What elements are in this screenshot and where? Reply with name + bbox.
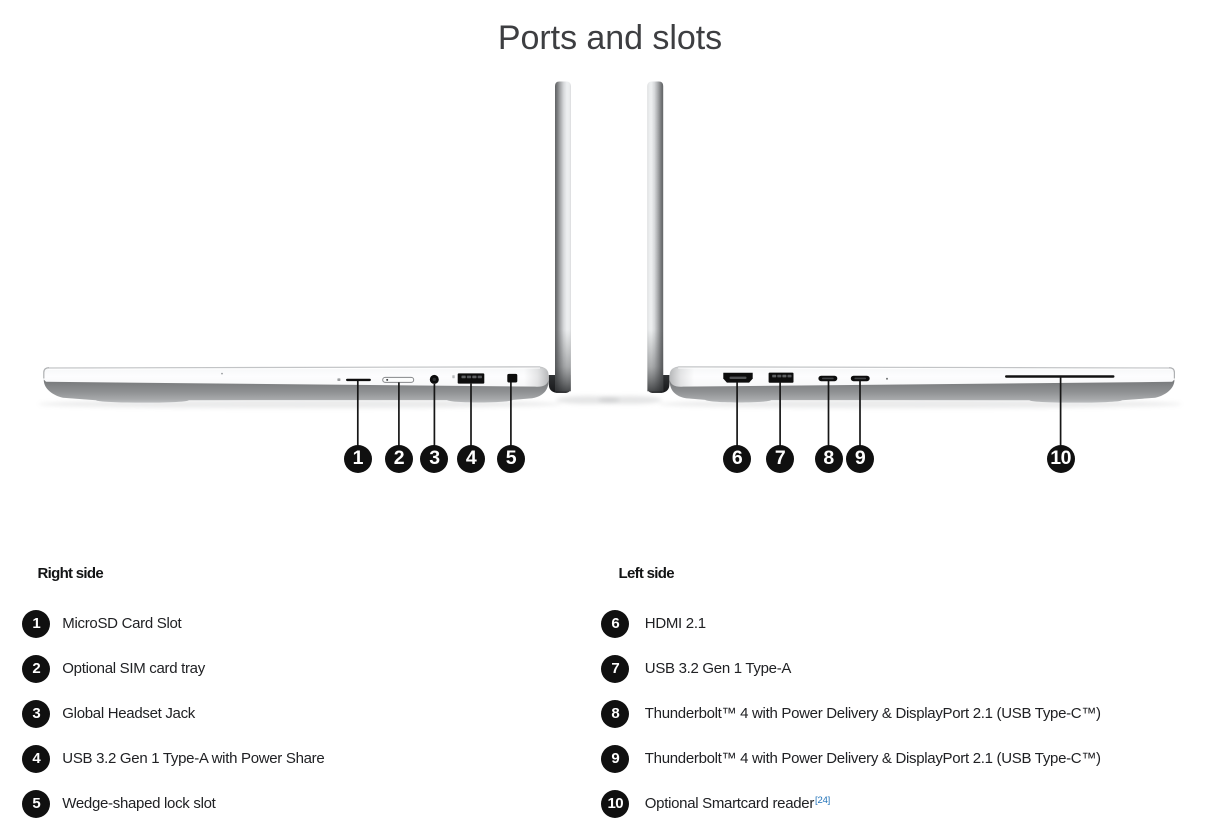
- laptop-left-side-illustration: [598, 81, 1182, 447]
- list-badge-5: 5: [22, 789, 51, 818]
- usb-c-port-1-image: [818, 375, 838, 382]
- list-item-label: Optional Smartcard reader[24]: [645, 795, 830, 812]
- wedge-lock-slot-image: [507, 373, 518, 383]
- callout-5: 5: [496, 445, 525, 474]
- callout-number: 9: [854, 447, 866, 470]
- microsd-icon: [337, 378, 341, 381]
- callout-leader-lines-right-view: [356, 381, 512, 447]
- laptop-right-side-illustration: [38, 81, 620, 447]
- list-item-label: USB 3.2 Gen 1 Type-A with Power Share: [62, 750, 325, 767]
- sim-card-tray-image: [382, 376, 415, 383]
- callout-3: 3: [420, 445, 449, 474]
- callout-7: 7: [766, 445, 795, 474]
- callout-1: 1: [343, 445, 372, 474]
- list-item-smartcard: 10 Optional Smartcard reader[24]: [601, 789, 830, 818]
- callout-6: 6: [723, 445, 752, 474]
- list-item-label: Thunderbolt™ 4 with Power Delivery & Dis…: [644, 750, 1101, 767]
- callout-number: 6: [731, 447, 743, 470]
- microsd-card-slot-image: [346, 378, 371, 382]
- list-item-hdmi: 6 HDMI 2.1: [601, 609, 706, 638]
- list-item-label: Global Headset Jack: [62, 705, 196, 722]
- list-badge-8: 8: [601, 699, 630, 728]
- callout-leader-lines-left-view: [736, 377, 1062, 447]
- usb-c-port-2-image: [850, 375, 870, 382]
- callout-number: 5: [505, 447, 517, 470]
- powershare-icon: [452, 375, 455, 379]
- list-item-lock-slot: 5 Wedge-shaped lock slot: [22, 789, 216, 818]
- list-badge-7: 7: [601, 654, 630, 683]
- callout-number: 1: [352, 447, 364, 470]
- list-item-label: USB 3.2 Gen 1 Type-A: [644, 660, 792, 677]
- list-item-headset-jack: 3 Global Headset Jack: [22, 699, 196, 728]
- list-badge-3: 3: [22, 699, 51, 728]
- callout-4: 4: [457, 445, 485, 474]
- usb-a-port-image: [768, 372, 794, 383]
- usb-a-powershare-port-image: [457, 373, 485, 384]
- list-item-thunderbolt-1: 8 Thunderbolt™ 4 with Power Delivery & D…: [601, 699, 1101, 728]
- list-item-usb-a: 7 USB 3.2 Gen 1 Type-A: [601, 654, 792, 683]
- left-side-heading: Left side: [618, 565, 675, 582]
- list-item-thunderbolt-2: 9 Thunderbolt™ 4 with Power Delivery & D…: [601, 744, 1101, 773]
- list-item-label: Optional SIM card tray: [62, 660, 205, 677]
- list-badge-9: 9: [601, 744, 630, 773]
- footnote-link-24[interactable]: [24]: [815, 794, 831, 806]
- right-side-heading: Right side: [37, 565, 104, 582]
- microphone-hole: [221, 372, 223, 375]
- ports-and-slots-figure: [38, 81, 1182, 447]
- callout-8: 8: [814, 445, 843, 474]
- list-badge-6: 6: [601, 609, 630, 638]
- list-item-usb-a-powershare: 4 USB 3.2 Gen 1 Type-A with Power Share: [22, 744, 325, 773]
- callout-number: 3: [429, 447, 440, 470]
- callout-number: 2: [393, 447, 405, 470]
- callout-number: 10: [1050, 447, 1071, 470]
- list-badge-10: 10: [601, 789, 630, 818]
- battery-status-light-image: [886, 377, 888, 380]
- list-badge-1: 1: [22, 609, 51, 638]
- list-item-label: Wedge-shaped lock slot: [62, 795, 216, 812]
- callout-number: 8: [823, 447, 834, 470]
- headset-jack-image: [429, 374, 439, 384]
- list-item-label-text: Optional Smartcard reader: [644, 795, 815, 812]
- callout-number: 7: [774, 447, 786, 470]
- callout-9: 9: [846, 445, 874, 474]
- list-item-microsd: 1 MicroSD Card Slot: [22, 609, 182, 638]
- smartcard-reader-slot-image: [1005, 375, 1115, 378]
- list-badge-2: 2: [22, 654, 51, 683]
- list-badge-4: 4: [22, 744, 51, 773]
- callout-2: 2: [384, 445, 413, 474]
- callout-10: 10: [1046, 445, 1075, 474]
- list-item-label: Thunderbolt™ 4 with Power Delivery & Dis…: [644, 705, 1101, 722]
- list-item-label: MicroSD Card Slot: [62, 615, 182, 632]
- callout-number: 4: [465, 447, 477, 470]
- list-item-label: HDMI 2.1: [644, 615, 706, 632]
- list-item-sim-tray: 2 Optional SIM card tray: [22, 654, 205, 683]
- hdmi-port-image: [723, 372, 753, 383]
- page-title: Ports and slots: [497, 19, 723, 57]
